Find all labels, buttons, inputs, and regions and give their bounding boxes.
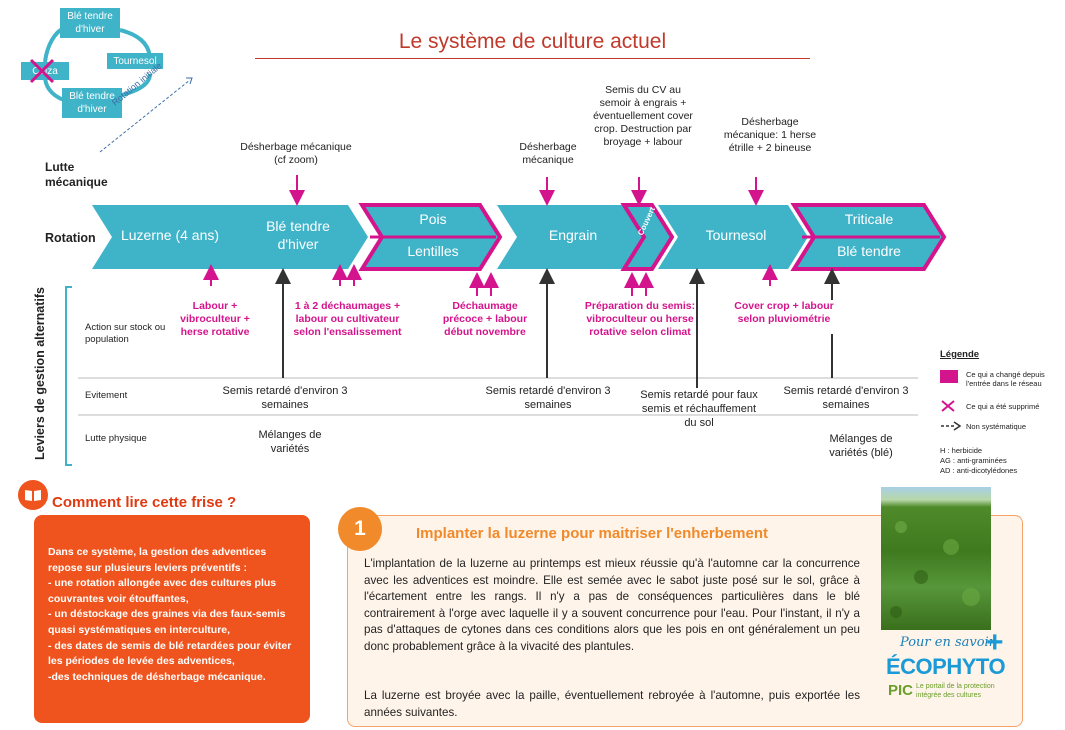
focus-badge: [338, 507, 382, 551]
legend-removed-icon: [941, 400, 955, 412]
focus-title: Implanter la luzerne pour maitriser l'en…: [416, 525, 768, 542]
action-5: Cover crop + labour selon pluviométrie: [734, 300, 834, 325]
crop-engrain: Engrain: [548, 227, 598, 243]
crop-ble-tendre-2: Blé tendre: [837, 243, 901, 259]
row-label-action: Action sur stock ou population: [85, 322, 166, 345]
legend-ad: AD : anti-dicotylédones: [940, 466, 1018, 475]
rotation-chevrons: [92, 203, 947, 271]
action-1: Labour + vibroculteur + herse rotative: [180, 300, 250, 338]
row-separators: [78, 377, 918, 416]
legend-h: H : herbicide: [940, 446, 983, 455]
cycle-connectors: [43, 26, 193, 153]
arrows-layer: [203, 175, 840, 388]
physique-2: Mélanges de variétés (blé): [829, 433, 893, 459]
crop-ble-tendre: Blé tendre d'hiver: [266, 218, 330, 252]
row-label-lutte-mecanique: Lutte mécanique: [45, 160, 108, 189]
ecophyto-brand: ÉCOPHYTO: [886, 654, 1006, 679]
action-3: Déchaumage précoce + labour début novemb…: [442, 300, 528, 338]
evitement-1: Semis retardé d'environ 3 semaines: [222, 385, 348, 411]
row-label-rotation: Rotation: [45, 231, 96, 245]
action-2: 1 à 2 déchaumages + labour ou cultivateu…: [293, 300, 402, 338]
cycle-node-colza: Colza: [21, 62, 69, 80]
legend-ag: AG : anti-graminées: [940, 456, 1007, 465]
legend-removed-label: Ce qui a été supprimé: [966, 402, 1040, 411]
action-4: Préparation du semis: vibroculteur ou he…: [584, 300, 696, 338]
focus-number: 1: [354, 517, 366, 540]
legend-nonsys-arrow-icon: [941, 421, 962, 431]
mech-note-3: Semis du CV au semoir à engrais + éventu…: [593, 84, 693, 148]
crop-pois: Pois: [419, 211, 447, 227]
cycle-node-ble-top: Blé tendre d'hiver: [60, 8, 120, 38]
crop-luzerne: Luzerne (4 ans): [120, 227, 220, 243]
focus-paragraph-1: L'implantation de la luzerne au printemp…: [364, 557, 860, 653]
luzerne-field-photo: [881, 487, 991, 630]
ecophyto-plus-icon: +: [986, 626, 1004, 659]
howto-body: Dans ce système, la gestion des adventic…: [48, 546, 292, 683]
mech-note-4: Désherbage mécanique: 1 herse étrille + …: [723, 116, 817, 154]
physique-1: Mélanges de variétés: [258, 429, 322, 455]
legend-nonsys-label: Non systématique: [966, 422, 1027, 431]
legend-changed-label: Ce qui a changé depuis l'entrée dans le …: [966, 370, 1045, 388]
book-icon: [18, 480, 48, 510]
focus-paragraph-2: La luzerne est broyée avec la paille, év…: [364, 689, 860, 719]
howto-box: Dans ce système, la gestion des adventic…: [34, 515, 310, 723]
howto-title: Comment lire cette frise ?: [52, 494, 237, 511]
evitement-2: Semis retardé d'environ 3 semaines: [485, 385, 611, 411]
crop-lentilles: Lentilles: [407, 243, 459, 259]
crop-triticale: Triticale: [844, 211, 894, 227]
legend-changed-swatch: [940, 370, 958, 383]
cycle-node-ble-bottom: Blé tendre d'hiver: [62, 88, 122, 118]
mech-note-2: Désherbage mécanique: [519, 141, 577, 166]
field-texture: [890, 521, 980, 618]
mech-note-1: Désherbage mécanique (cf zoom): [240, 141, 352, 166]
ecophyto-pic-text: Le portail de la protection intégrée des…: [916, 683, 995, 699]
row-label-lutte-physique: Lutte physique: [85, 433, 147, 444]
row-label-evitement: Evitement: [85, 390, 128, 401]
ecophyto-pour-en-savoir: Pour en savoir: [900, 635, 995, 650]
legend-title: Légende: [940, 349, 980, 360]
removed-cross-icon: [29, 58, 55, 84]
cycle-node-tournesol: Tournesol: [107, 53, 163, 69]
page-title: Le système de culture actuel: [398, 30, 667, 53]
title-underline: [255, 58, 810, 59]
evitement-4: Semis retardé d'environ 3 semaines: [783, 385, 909, 411]
crop-tournesol: Tournesol: [705, 227, 767, 243]
evitement-3: Semis retardé pour faux semis et réchauf…: [640, 389, 758, 429]
ecophyto-pic: PIC: [888, 682, 914, 699]
leviers-bracket: [65, 286, 72, 466]
